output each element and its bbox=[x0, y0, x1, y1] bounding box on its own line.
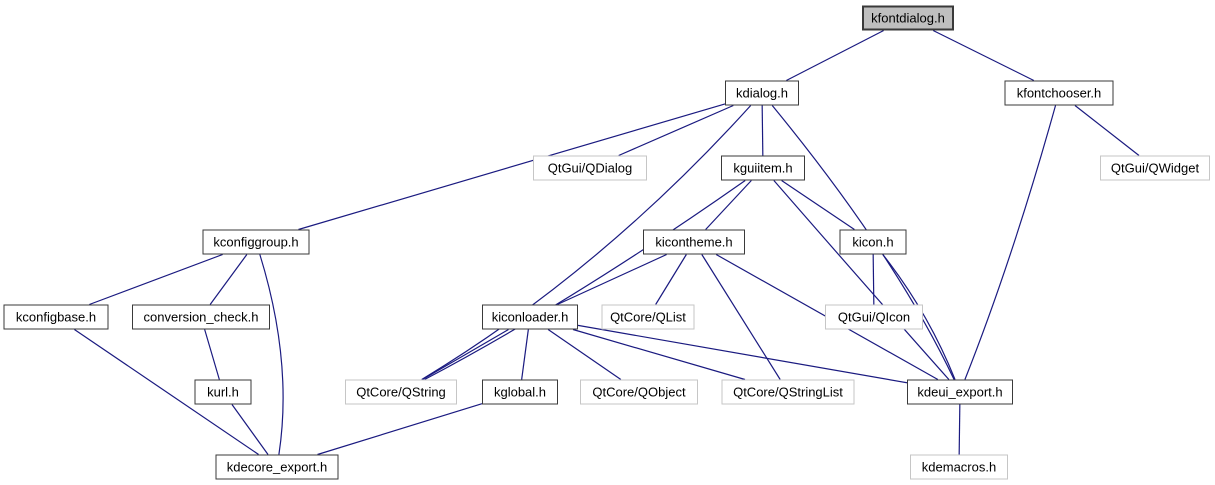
edge-kicontheme-to-qstringlist bbox=[701, 254, 781, 380]
edge-kiconloader-to-qstringlist bbox=[572, 328, 746, 381]
node-label: kdeui_export.h bbox=[917, 384, 1003, 400]
graph-node-kguiitem[interactable]: kguiitem.h bbox=[721, 155, 805, 181]
edge-kconfigbase-to-kdecore_export bbox=[74, 329, 259, 455]
edge-kfontchooser-to-kdeui_export bbox=[964, 105, 1057, 380]
graph-node-qstring[interactable]: QtCore/QString bbox=[345, 379, 457, 405]
edge-kicon-to-qicon bbox=[872, 254, 875, 305]
edge-kglobal-to-kdecore_export bbox=[317, 403, 483, 456]
edge-conversioncheck-to-kurl bbox=[204, 329, 220, 380]
edge-kiconloader-to-qobject bbox=[547, 329, 622, 380]
graph-node-qwidget[interactable]: QtGui/QWidget bbox=[1100, 155, 1210, 181]
edge-kiconloader-to-qstring bbox=[422, 328, 509, 381]
edge-kfontchooser-to-qwidget bbox=[1074, 105, 1140, 156]
node-label: conversion_check.h bbox=[143, 309, 259, 325]
edge-kconfiggroup-to-conversioncheck bbox=[209, 254, 248, 305]
node-label: kiconloader.h bbox=[491, 309, 569, 325]
node-label: kurl.h bbox=[207, 384, 239, 400]
graph-node-kicon[interactable]: kicon.h bbox=[839, 229, 907, 255]
node-label: kicon.h bbox=[852, 234, 894, 250]
node-label: kfontchooser.h bbox=[1016, 85, 1102, 101]
node-label: QtCore/QList bbox=[610, 309, 686, 325]
graph-node-kdemacros[interactable]: kdemacros.h bbox=[910, 454, 1008, 480]
node-label: QtCore/QObject bbox=[592, 384, 686, 400]
edge-kdialog-to-qdialog bbox=[618, 104, 734, 157]
edge-kconfiggroup-to-kconfigbase bbox=[89, 253, 223, 306]
node-label: kguiitem.h bbox=[733, 160, 793, 176]
node-label: QtCore/QString bbox=[356, 384, 446, 400]
node-label: QtGui/QIcon bbox=[837, 309, 911, 325]
edge-kdialog-to-qstring bbox=[421, 105, 752, 381]
graph-node-conversioncheck[interactable]: conversion_check.h bbox=[132, 304, 270, 330]
edge-kguiitem-to-kdeui_export bbox=[773, 180, 950, 380]
graph-node-kdeui_export[interactable]: kdeui_export.h bbox=[907, 379, 1013, 405]
node-label: kdemacros.h bbox=[921, 459, 997, 475]
node-label: kdecore_export.h bbox=[226, 459, 328, 475]
graph-node-kicontheme[interactable]: kicontheme.h bbox=[643, 229, 745, 255]
edge-kguiitem-to-kicon bbox=[781, 180, 855, 230]
node-label: kfontdialog.h bbox=[871, 10, 945, 26]
graph-node-kglobal[interactable]: kglobal.h bbox=[482, 379, 558, 405]
edge-kfontdialog-to-kdialog bbox=[786, 29, 884, 82]
node-label: QtGui/QWidget bbox=[1110, 160, 1200, 176]
edge-kicontheme-to-kiconloader bbox=[557, 253, 667, 306]
edge-kfontdialog-to-kfontchooser bbox=[932, 29, 1035, 82]
graph-node-kfontdialog[interactable]: kfontdialog.h bbox=[862, 5, 954, 31]
graph-node-kconfigbase[interactable]: kconfigbase.h bbox=[3, 304, 109, 330]
graph-node-qobject[interactable]: QtCore/QObject bbox=[580, 379, 698, 405]
node-label: kconfiggroup.h bbox=[213, 234, 299, 250]
edge-kicontheme-to-qlist bbox=[655, 254, 687, 305]
node-label: kdialog.h bbox=[735, 85, 789, 101]
graph-node-qdialog[interactable]: QtGui/QDialog bbox=[533, 155, 647, 181]
graph-node-qstringlist[interactable]: QtCore/QStringList bbox=[721, 379, 855, 405]
edge-kdialog-to-kguiitem bbox=[761, 105, 764, 156]
node-label: kconfigbase.h bbox=[15, 309, 97, 325]
node-label: kicontheme.h bbox=[655, 234, 733, 250]
graph-node-kiconloader[interactable]: kiconloader.h bbox=[482, 304, 578, 330]
graph-node-kdecore_export[interactable]: kdecore_export.h bbox=[215, 454, 339, 480]
graph-node-kdialog[interactable]: kdialog.h bbox=[725, 80, 799, 106]
node-label: QtGui/QDialog bbox=[547, 160, 633, 176]
node-label: kglobal.h bbox=[493, 384, 547, 400]
graph-node-qicon[interactable]: QtGui/QIcon bbox=[825, 304, 923, 330]
edge-kiconloader-to-kglobal bbox=[521, 329, 529, 380]
edge-kiconloader-to-kdeui_export bbox=[577, 324, 908, 384]
edge-kurl-to-kdecore_export bbox=[231, 404, 269, 455]
edge-kdeui_export-to-kdemacros bbox=[958, 404, 961, 455]
edge-kguiitem-to-qstring bbox=[424, 180, 746, 381]
edge-kguiitem-to-kicontheme bbox=[705, 180, 752, 230]
edge-kdialog-to-kconfiggroup bbox=[298, 103, 726, 231]
graph-node-kurl[interactable]: kurl.h bbox=[194, 379, 252, 405]
graph-node-kconfiggroup[interactable]: kconfiggroup.h bbox=[202, 229, 310, 255]
graph-node-kfontchooser[interactable]: kfontchooser.h bbox=[1004, 80, 1114, 106]
graph-node-qlist[interactable]: QtCore/QList bbox=[601, 304, 695, 330]
node-label: QtCore/QStringList bbox=[733, 384, 843, 400]
edge-kconfiggroup-to-kdecore_export bbox=[259, 254, 284, 455]
edge-kicon-to-kdeui_export bbox=[882, 254, 956, 380]
